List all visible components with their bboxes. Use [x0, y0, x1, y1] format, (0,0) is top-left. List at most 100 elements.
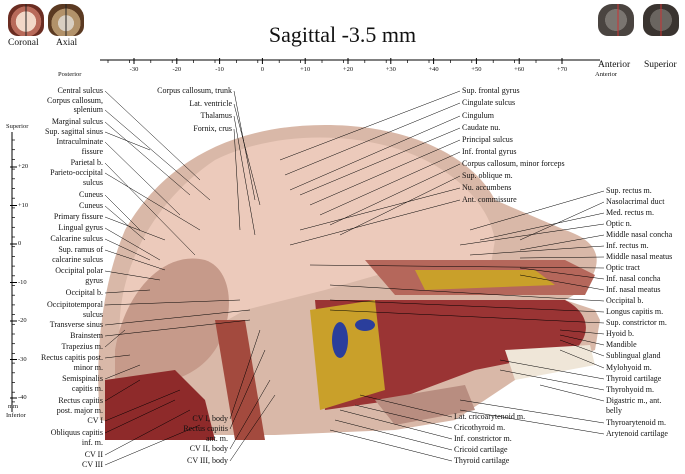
leader-line [230, 330, 260, 419]
structure-label[interactable]: CV III, body [187, 456, 228, 465]
structure-label[interactable]: Caudate nu. [462, 123, 500, 132]
structure-label[interactable]: inf. m. [82, 438, 103, 447]
structure-label[interactable]: Occipital b. [66, 288, 103, 297]
leader-line [340, 176, 460, 235]
structure-label[interactable]: Intraculminate [56, 137, 103, 146]
structure-label[interactable]: Sup. sagittal sinus [45, 127, 103, 136]
structure-label[interactable]: Middle nasal meatus [606, 252, 672, 261]
structure-label[interactable]: Sup. constrictor m. [606, 318, 667, 327]
structure-label[interactable]: Lat. ventricle [189, 99, 232, 108]
structure-label[interactable]: gyrus [85, 276, 103, 285]
leader-line [105, 239, 150, 260]
structure-label[interactable]: Marginal sulcus [52, 117, 103, 126]
structure-label[interactable]: Fornix, crus [193, 124, 232, 133]
structure-label[interactable]: Occipital b. [606, 296, 643, 305]
leader-line [105, 163, 195, 255]
leader-line [520, 257, 604, 258]
structure-label[interactable]: Rectus capitis post. [41, 353, 103, 362]
structure-label[interactable]: CV III [82, 460, 103, 469]
structure-label[interactable]: Inf. constrictor m. [454, 434, 512, 443]
structure-label[interactable]: Inf. frontal gyrus [462, 147, 516, 156]
structure-label[interactable]: Calcarine sulcus [50, 234, 103, 243]
structure-label[interactable]: belly [606, 406, 622, 415]
structure-label[interactable]: Digastric m., ant. [606, 396, 661, 405]
structure-label[interactable]: minor m. [74, 363, 103, 372]
structure-label[interactable]: Arytenoid cartilage [606, 429, 668, 438]
structure-label[interactable]: Nu. accumbens [462, 183, 511, 192]
structure-label[interactable]: Sublingual gland [606, 351, 660, 360]
leader-line [105, 355, 130, 358]
structure-label[interactable]: Middle nasal concha [606, 230, 672, 239]
leader-line [360, 395, 452, 417]
structure-label[interactable]: CV I, body [192, 414, 228, 423]
structure-label[interactable]: Central sulcus [57, 86, 103, 95]
structure-label[interactable]: Optic n. [606, 219, 632, 228]
structure-label[interactable]: Obliquus capitis [51, 428, 103, 437]
structure-label[interactable]: Lat. cricoarytenoid m. [454, 412, 525, 421]
structure-label[interactable]: Cricoid cartilage [454, 445, 508, 454]
structure-label[interactable]: Thyroid cartilage [606, 374, 661, 383]
structure-label[interactable]: Transverse sinus [50, 320, 103, 329]
structure-label[interactable]: sulcus [83, 310, 103, 319]
structure-label[interactable]: Sup. rectus m. [606, 186, 652, 195]
structure-label[interactable]: Lingual gyrus [58, 223, 103, 232]
structure-label[interactable]: Semispinalis [62, 374, 103, 383]
structure-label[interactable]: sulcus [83, 178, 103, 187]
structure-label[interactable]: Principal sulcus [462, 135, 513, 144]
leader-line [520, 235, 604, 250]
structure-label[interactable]: Brainstem [70, 331, 103, 340]
structure-label[interactable]: Corpus callosum, [47, 96, 103, 105]
structure-label[interactable]: Thyrohyoid m. [606, 385, 654, 394]
structure-label[interactable]: calcarine sulcus [52, 255, 103, 264]
structure-label[interactable]: Longus capitis m. [606, 307, 663, 316]
leader-line [330, 164, 460, 225]
structure-label[interactable]: Hyoid b. [606, 329, 634, 338]
structure-label[interactable]: Optic tract [606, 263, 640, 272]
structure-label[interactable]: Rectus capitis [183, 424, 228, 433]
structure-label[interactable]: Parietal b. [71, 158, 103, 167]
structure-label[interactable]: Mylohyoid m. [606, 363, 652, 372]
structure-label[interactable]: Cuneus [79, 190, 103, 199]
structure-label[interactable]: Corpus callosum, minor forceps [462, 159, 565, 168]
leader-line [105, 320, 250, 336]
structure-label[interactable]: Parieto-occipital [50, 168, 103, 177]
leader-line [105, 228, 160, 260]
structure-label[interactable]: CV II, body [190, 444, 228, 453]
structure-label[interactable]: Mandible [606, 340, 637, 349]
structure-label[interactable]: Primary fissure [54, 212, 103, 221]
structure-label[interactable]: Ant. commissure [462, 195, 517, 204]
structure-label[interactable]: Occipital polar [55, 266, 103, 275]
structure-label[interactable]: Sup. frontal gyrus [462, 86, 520, 95]
structure-label[interactable]: Sup. oblique m. [462, 171, 513, 180]
leader-line [560, 330, 604, 334]
structure-label[interactable]: Thalamus [200, 111, 232, 120]
structure-label[interactable]: Occipitotemporal [47, 300, 103, 309]
structure-label[interactable]: CV II [85, 450, 103, 459]
structure-label[interactable]: Nasolacrimal duct [606, 197, 664, 206]
structure-label[interactable]: ant. m. [206, 434, 228, 443]
structure-label[interactable]: capitis m. [72, 384, 103, 393]
structure-label[interactable]: Inf. nasal meatus [606, 285, 660, 294]
structure-label[interactable]: Corpus callosum, trunk [157, 86, 232, 95]
structure-label[interactable]: Inf. nasal concha [606, 274, 660, 283]
leader-line [335, 420, 452, 450]
structure-label[interactable]: Cingulum [462, 111, 494, 120]
structure-label[interactable]: Trapezius m. [62, 342, 103, 351]
structure-label[interactable]: Cingulate sulcus [462, 98, 515, 107]
structure-label[interactable]: Inf. rectus m. [606, 241, 649, 250]
structure-label[interactable]: Thyroid cartilage [454, 456, 509, 465]
structure-label[interactable]: CV I [87, 416, 103, 425]
structure-label[interactable]: Cuneus [79, 201, 103, 210]
structure-label[interactable]: splenium [74, 105, 103, 114]
structure-label[interactable]: fissure [82, 147, 103, 156]
leader-line [310, 265, 604, 268]
structure-label[interactable]: Rectus capitis [58, 396, 103, 405]
structure-label[interactable]: Thyroarytenoid m. [606, 418, 666, 427]
structure-label[interactable]: Med. rectus m. [606, 208, 654, 217]
leader-line [330, 310, 604, 323]
leader-line [105, 365, 140, 379]
structure-label[interactable]: post. major m. [57, 406, 103, 415]
structure-label[interactable]: Sup. ramus of [58, 245, 103, 254]
structure-label[interactable]: Cricothyroid m. [454, 423, 505, 432]
leader-line [105, 132, 150, 150]
